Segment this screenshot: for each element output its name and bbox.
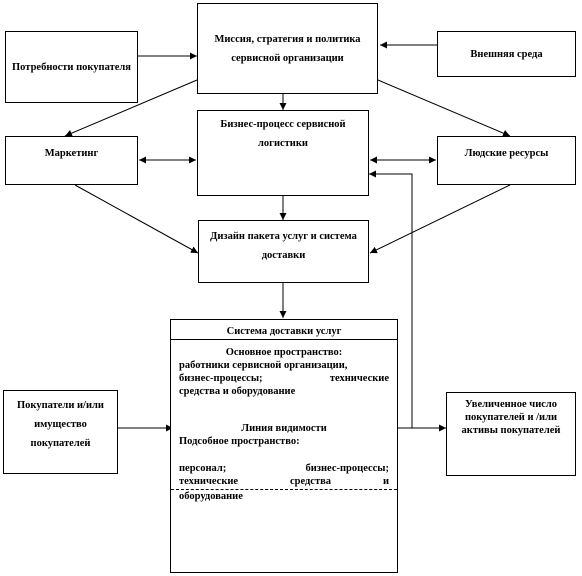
box-design: Дизайн пакета услуг и система доставки [198, 220, 369, 283]
system-support-line1: персонал; бизнес-процессы; [179, 463, 389, 474]
box-business-process: Бизнес-процесс сервисной логистики [197, 110, 369, 196]
box-increase: Увеличенное число покупателей и /или акт… [446, 392, 576, 476]
box-needs: Потребности покупателя [5, 31, 138, 103]
box-env: Внешняя среда [437, 31, 576, 77]
arrow-mission-to-marketing [64, 79, 198, 137]
system-main-title: Основное пространство: [225, 347, 343, 358]
box-needs-text: Потребности покупателя [12, 61, 131, 73]
system-main-line1: работники сервисной организации, [179, 360, 348, 371]
box-service-delivery-system: Система доставки услуг Основное простран… [170, 319, 398, 573]
box-mission: Миссия, стратегия и политика сервисной о… [197, 3, 378, 94]
system-title: Система доставки услуг [226, 326, 342, 337]
box-mission-text: Миссия, стратегия и политика сервисной о… [214, 33, 361, 64]
arrow-marketing-to-design [74, 184, 199, 254]
box-marketing: Маркетинг [5, 136, 138, 185]
system-dashed-divider [171, 489, 397, 490]
box-hr-text: Людские ресурсы [464, 148, 549, 159]
system-support-title: Подсобное пространство: [179, 436, 300, 447]
arrow-hr-to-design [369, 184, 511, 254]
box-marketing-text: Маркетинг [44, 148, 99, 159]
system-main-line3: средства и оборудование [179, 386, 296, 397]
box-env-text: Внешняя среда [470, 48, 543, 60]
arrow-mission-to-hr [377, 79, 511, 137]
box-design-text: Дизайн пакета услуг и система доставки [210, 231, 357, 261]
box-customers-text: Покупатели и/или имущество покупателей [17, 400, 104, 449]
system-header-divider [171, 339, 397, 340]
box-increase-text: Увеличенное число покупателей и /или акт… [461, 399, 561, 436]
system-visibility-line: Линия видимости [241, 423, 327, 434]
box-hr: Людские ресурсы [437, 136, 576, 185]
system-support-line2: технические средства и [179, 476, 389, 487]
box-bp-text: Бизнес-процесс сервисной логистики [220, 119, 346, 149]
system-support-line3: оборудование [179, 491, 243, 502]
system-main-line2: бизнес-процессы; технические [179, 373, 389, 384]
box-customers: Покупатели и/или имущество покупателей [3, 390, 118, 474]
feedback-arrow [369, 170, 413, 428]
